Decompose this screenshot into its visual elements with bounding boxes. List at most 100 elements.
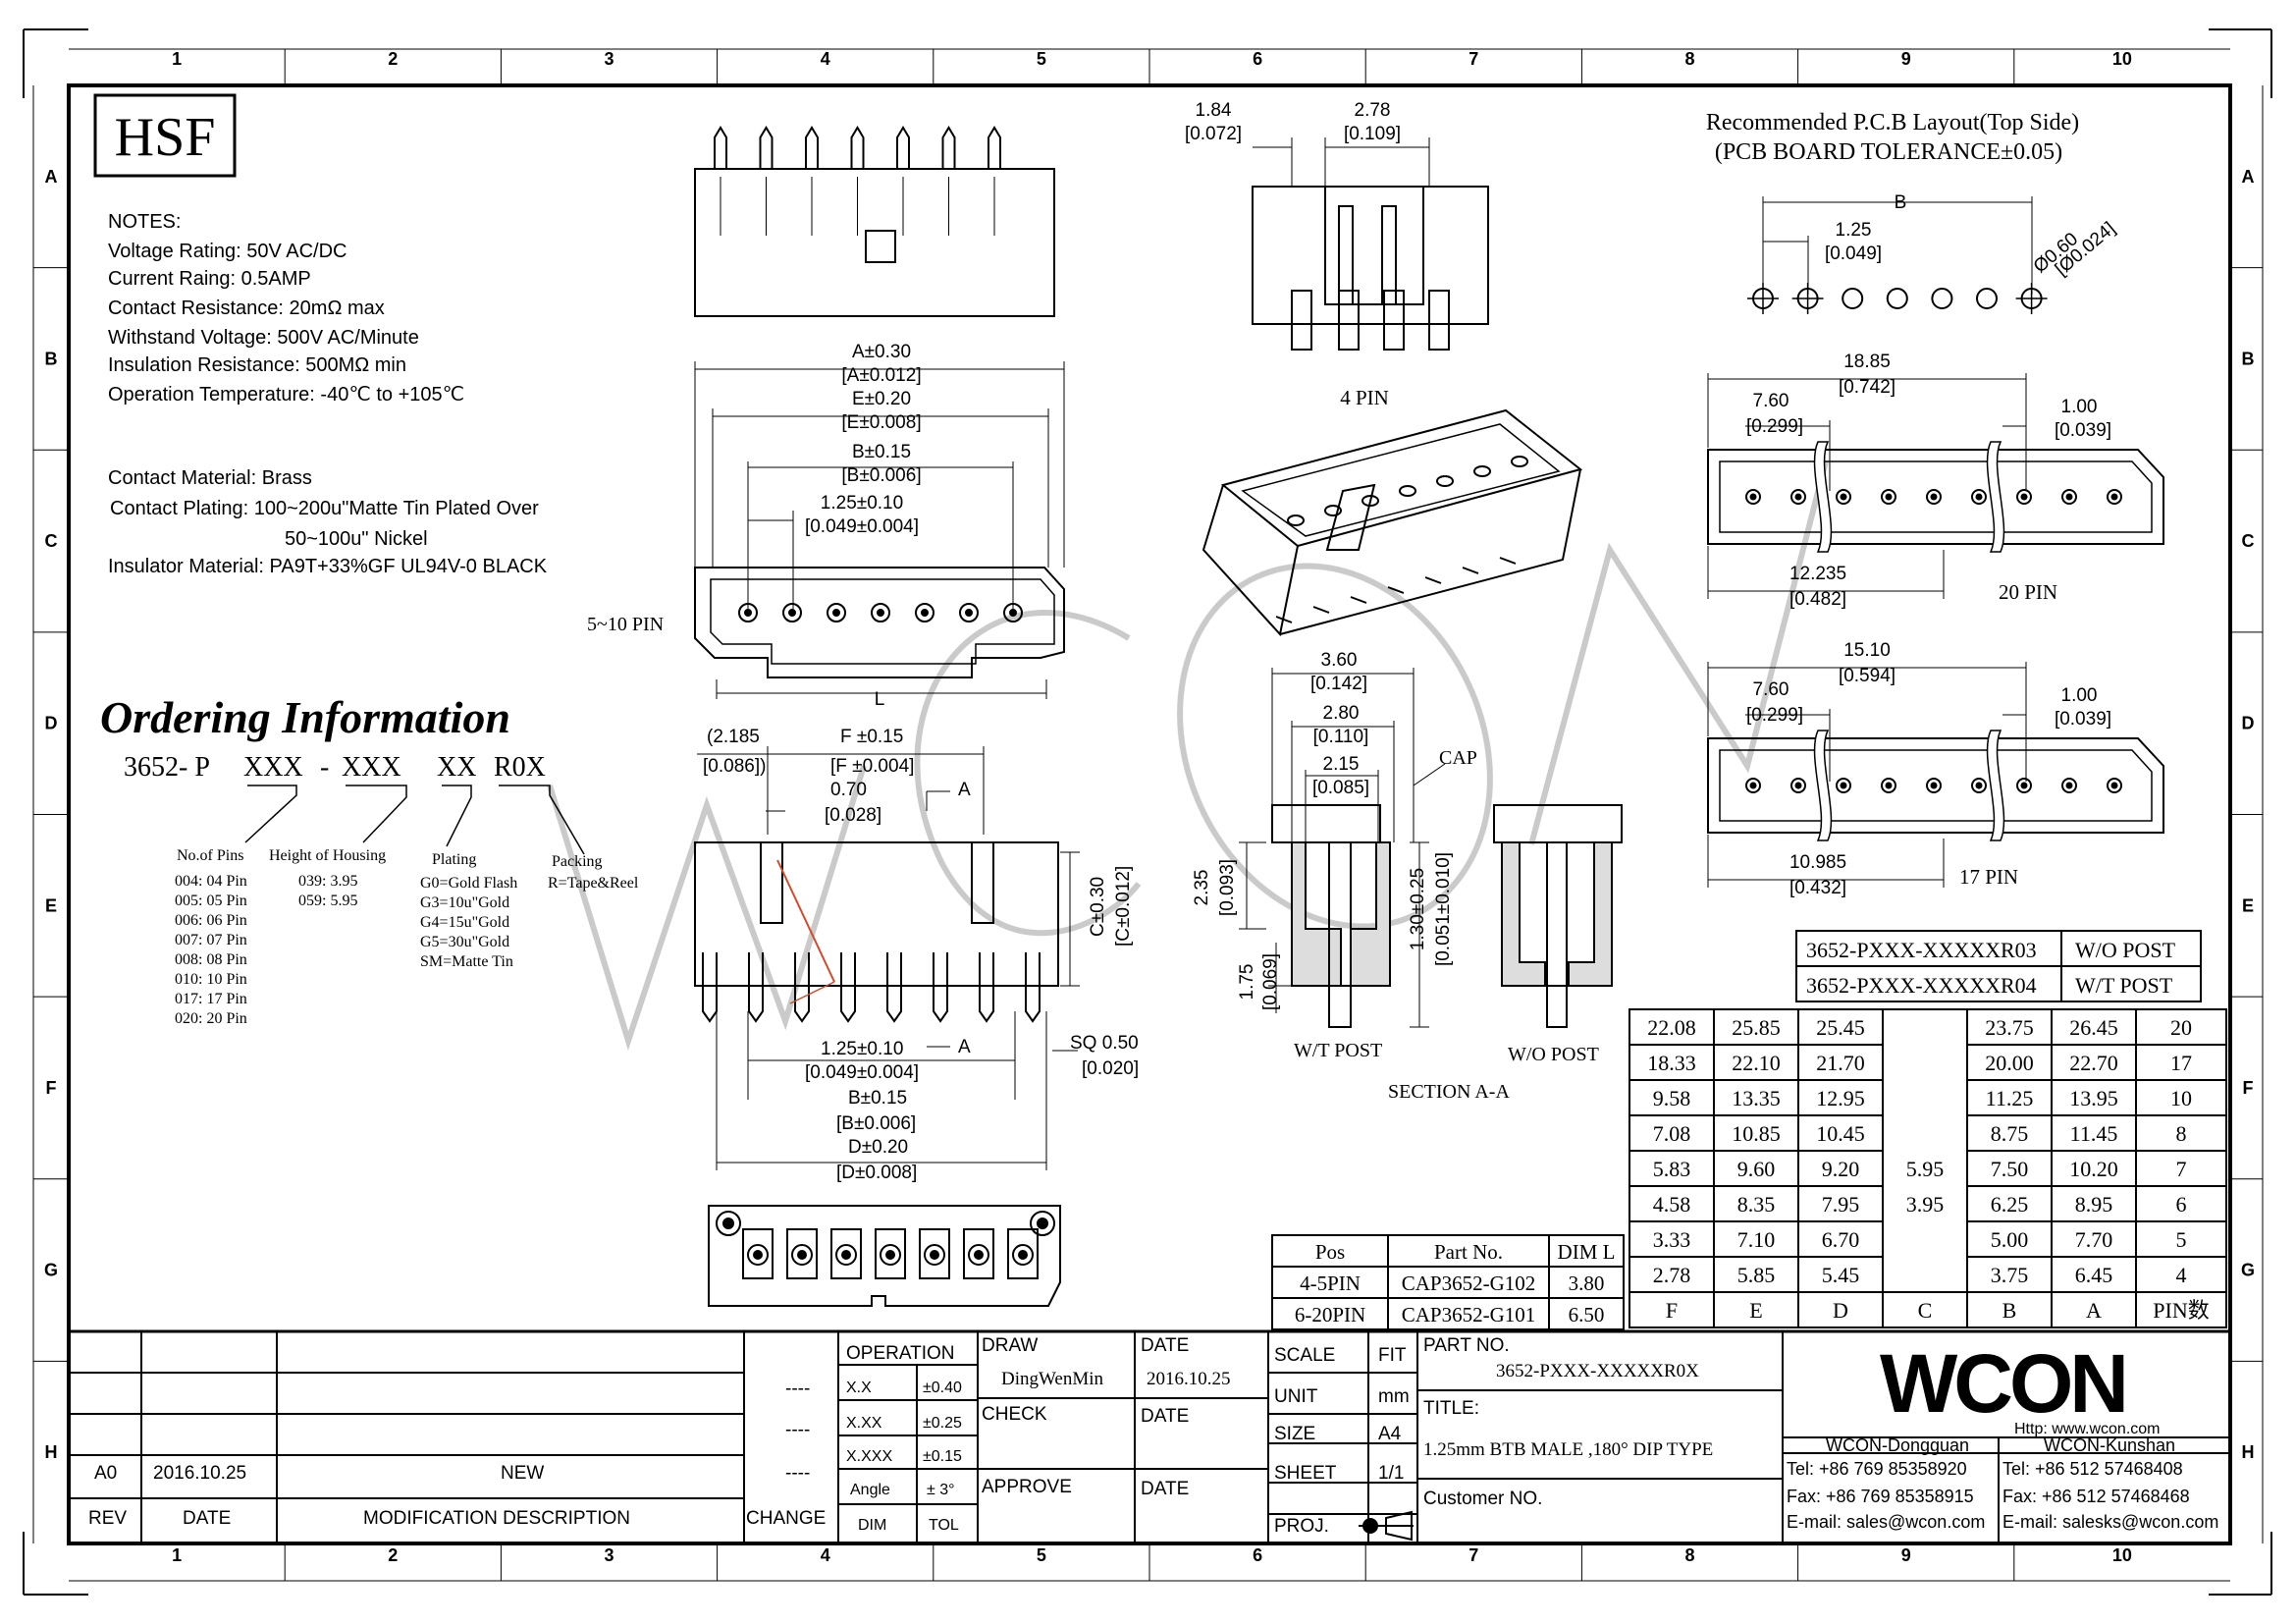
- packing-header: Packing: [552, 853, 603, 870]
- variant-table: [1795, 930, 2202, 1002]
- dim-table-c-value: 5.95: [1906, 1157, 1945, 1181]
- draw-label: DRAW: [982, 1335, 1038, 1356]
- dim-table-cell: 18.33: [1647, 1051, 1696, 1075]
- grid-row-label: C: [45, 531, 58, 551]
- notes-block: NOTES: Voltage Rating: 50V AC/DC Current…: [108, 211, 548, 577]
- customer-label: Customer NO.: [1423, 1489, 1542, 1509]
- dim-label: 0.70: [830, 780, 867, 800]
- code-height: XXX: [342, 752, 401, 783]
- dim-label: E±0.20: [852, 389, 911, 409]
- accent-line: [789, 981, 835, 1004]
- part-no-value: 3652-PXXX-XXXXXR0X: [1496, 1361, 1699, 1381]
- pin20-label: 20 PIN: [1999, 580, 2057, 604]
- variant-table-text: 3652-PXXX-XXXXXR03 W/O POST 3652-PXXX-XX…: [1806, 938, 2176, 998]
- packing-option: R=Tape&Reel: [548, 875, 639, 892]
- code-plating: XX: [437, 752, 476, 783]
- wcon-watermark: [547, 460, 1829, 1051]
- dim-label: [A±0.012]: [841, 365, 921, 386]
- side-view-4pin: [1252, 137, 1489, 351]
- ordering-code: 3652- P XXX - XXX XX R0X: [124, 752, 546, 783]
- approve-date-label: DATE: [1141, 1479, 1189, 1499]
- dim-table-cell: 25.85: [1732, 1015, 1781, 1040]
- dim-label: [0.482]: [1789, 589, 1846, 610]
- tol-dim: X.XXX: [846, 1448, 892, 1465]
- grid-column-label: 3: [604, 1545, 614, 1565]
- dim-table-cell: 12.95: [1816, 1086, 1865, 1110]
- dim-table-cell: 6.25: [1991, 1192, 2029, 1217]
- dim-label: [0.432]: [1789, 878, 1846, 898]
- dim-label: 2.78: [1355, 100, 1391, 121]
- tol-dim: X.X: [846, 1380, 872, 1396]
- rev-value: A0: [94, 1463, 117, 1484]
- dim-table-header: F: [1666, 1298, 1678, 1323]
- pin-option: 006: 06 Pin: [175, 912, 247, 929]
- section-label: SECTION A-A: [1388, 1081, 1510, 1103]
- grid-column-label: 8: [1684, 1545, 1694, 1565]
- break-lines: [1813, 441, 2005, 841]
- front-view-lower-dims: [697, 746, 1080, 1170]
- grid-column-label: 1: [172, 49, 182, 69]
- dim-table-cell: 22.70: [2069, 1051, 2118, 1075]
- dim-label: 1.00: [2061, 685, 2098, 706]
- kunshan-email: E-mail: salesks@wcon.com: [2002, 1512, 2218, 1532]
- grid-column-label: 5: [1037, 1545, 1046, 1565]
- dim-label: [D±0.008]: [836, 1163, 917, 1183]
- proj-label: PROJ.: [1274, 1516, 1329, 1537]
- pin17-label: 17 PIN: [1959, 865, 2018, 889]
- dim-table-cell: 3.75: [1991, 1263, 2029, 1287]
- code-pins: XXX: [243, 752, 303, 783]
- plating-option: G4=15u"Gold: [420, 914, 509, 931]
- side-view-4pin-labels: 1.84 [0.072] 2.78 [0.109]: [1185, 100, 1401, 144]
- dim-label: [0.110]: [1313, 727, 1369, 747]
- date-label: DATE: [1141, 1335, 1189, 1356]
- pcb-holes: [1747, 196, 2048, 314]
- dim-table-cell: 2.78: [1653, 1263, 1691, 1287]
- kunshan-office: WCON-Kunshan: [2044, 1435, 2175, 1455]
- grid-column-label: 7: [1468, 49, 1478, 69]
- dim-label: [0.051±0.010]: [1433, 852, 1454, 966]
- variant-part: 3652-PXXX-XXXXXR03: [1806, 938, 2037, 962]
- note-line: Operation Temperature: -40℃ to +105℃: [108, 384, 464, 406]
- grid-column-label: 6: [1253, 49, 1262, 69]
- check-label: CHECK: [982, 1404, 1047, 1425]
- cap-cell: CAP3652-G101: [1402, 1303, 1536, 1326]
- dim-label: [0.020]: [1082, 1058, 1139, 1079]
- grid-ticks: [33, 49, 2263, 1581]
- dim-table-cell: 9.58: [1653, 1086, 1691, 1110]
- pin-option: 005: 05 Pin: [175, 893, 247, 909]
- wcon-logo: WCON: [1880, 1337, 2125, 1430]
- dim-label: B: [1895, 192, 1907, 213]
- dim-table-cell: 5: [2176, 1227, 2187, 1252]
- grid-row-label: E: [2242, 895, 2254, 915]
- tol-label-cell: TOL: [929, 1517, 959, 1534]
- cap-cell: CAP3652-G102: [1402, 1272, 1536, 1295]
- hsf-label: HSF: [115, 107, 216, 168]
- pcb-tolerance: (PCB BOARD TOLERANCE±0.05): [1715, 139, 2062, 165]
- dongguan-fax: Fax: +86 769 85358915: [1787, 1487, 1974, 1506]
- dim-label: 15.10: [1843, 640, 1891, 661]
- top-plan-dims: [694, 361, 1065, 609]
- ordering-leaders: [244, 785, 585, 855]
- dim-table-cell: 5.45: [1822, 1263, 1860, 1287]
- dim-label: [C±0.012]: [1113, 866, 1134, 947]
- grid-row-label: B: [45, 349, 58, 368]
- rev-description: NEW: [501, 1463, 544, 1484]
- dim-label: [0.049±0.004]: [805, 1062, 919, 1083]
- dim-label: [0.049±0.004]: [805, 516, 919, 537]
- title-block-frame: [69, 1329, 2230, 1543]
- company-url: Http: www.wcon.com: [2014, 1421, 2160, 1437]
- dim-table-c-value: 3.95: [1906, 1192, 1945, 1217]
- dim-table-cell: 7.10: [1737, 1227, 1776, 1252]
- variant-desc: W/O POST: [2075, 938, 2176, 962]
- size-value: A4: [1378, 1424, 1402, 1444]
- grid-row-label: H: [2242, 1442, 2255, 1462]
- tol-value: ±0.25: [923, 1415, 962, 1432]
- dim-label: [0.085]: [1312, 778, 1369, 798]
- dim-table-header: C: [1918, 1298, 1933, 1323]
- sheet-value: 1/1: [1378, 1463, 1404, 1484]
- dim-label: 2.80: [1323, 703, 1360, 724]
- pin20-plan-view: [1707, 373, 2164, 599]
- rev-header: REV: [88, 1508, 127, 1529]
- dim-label: [B±0.006]: [841, 465, 921, 486]
